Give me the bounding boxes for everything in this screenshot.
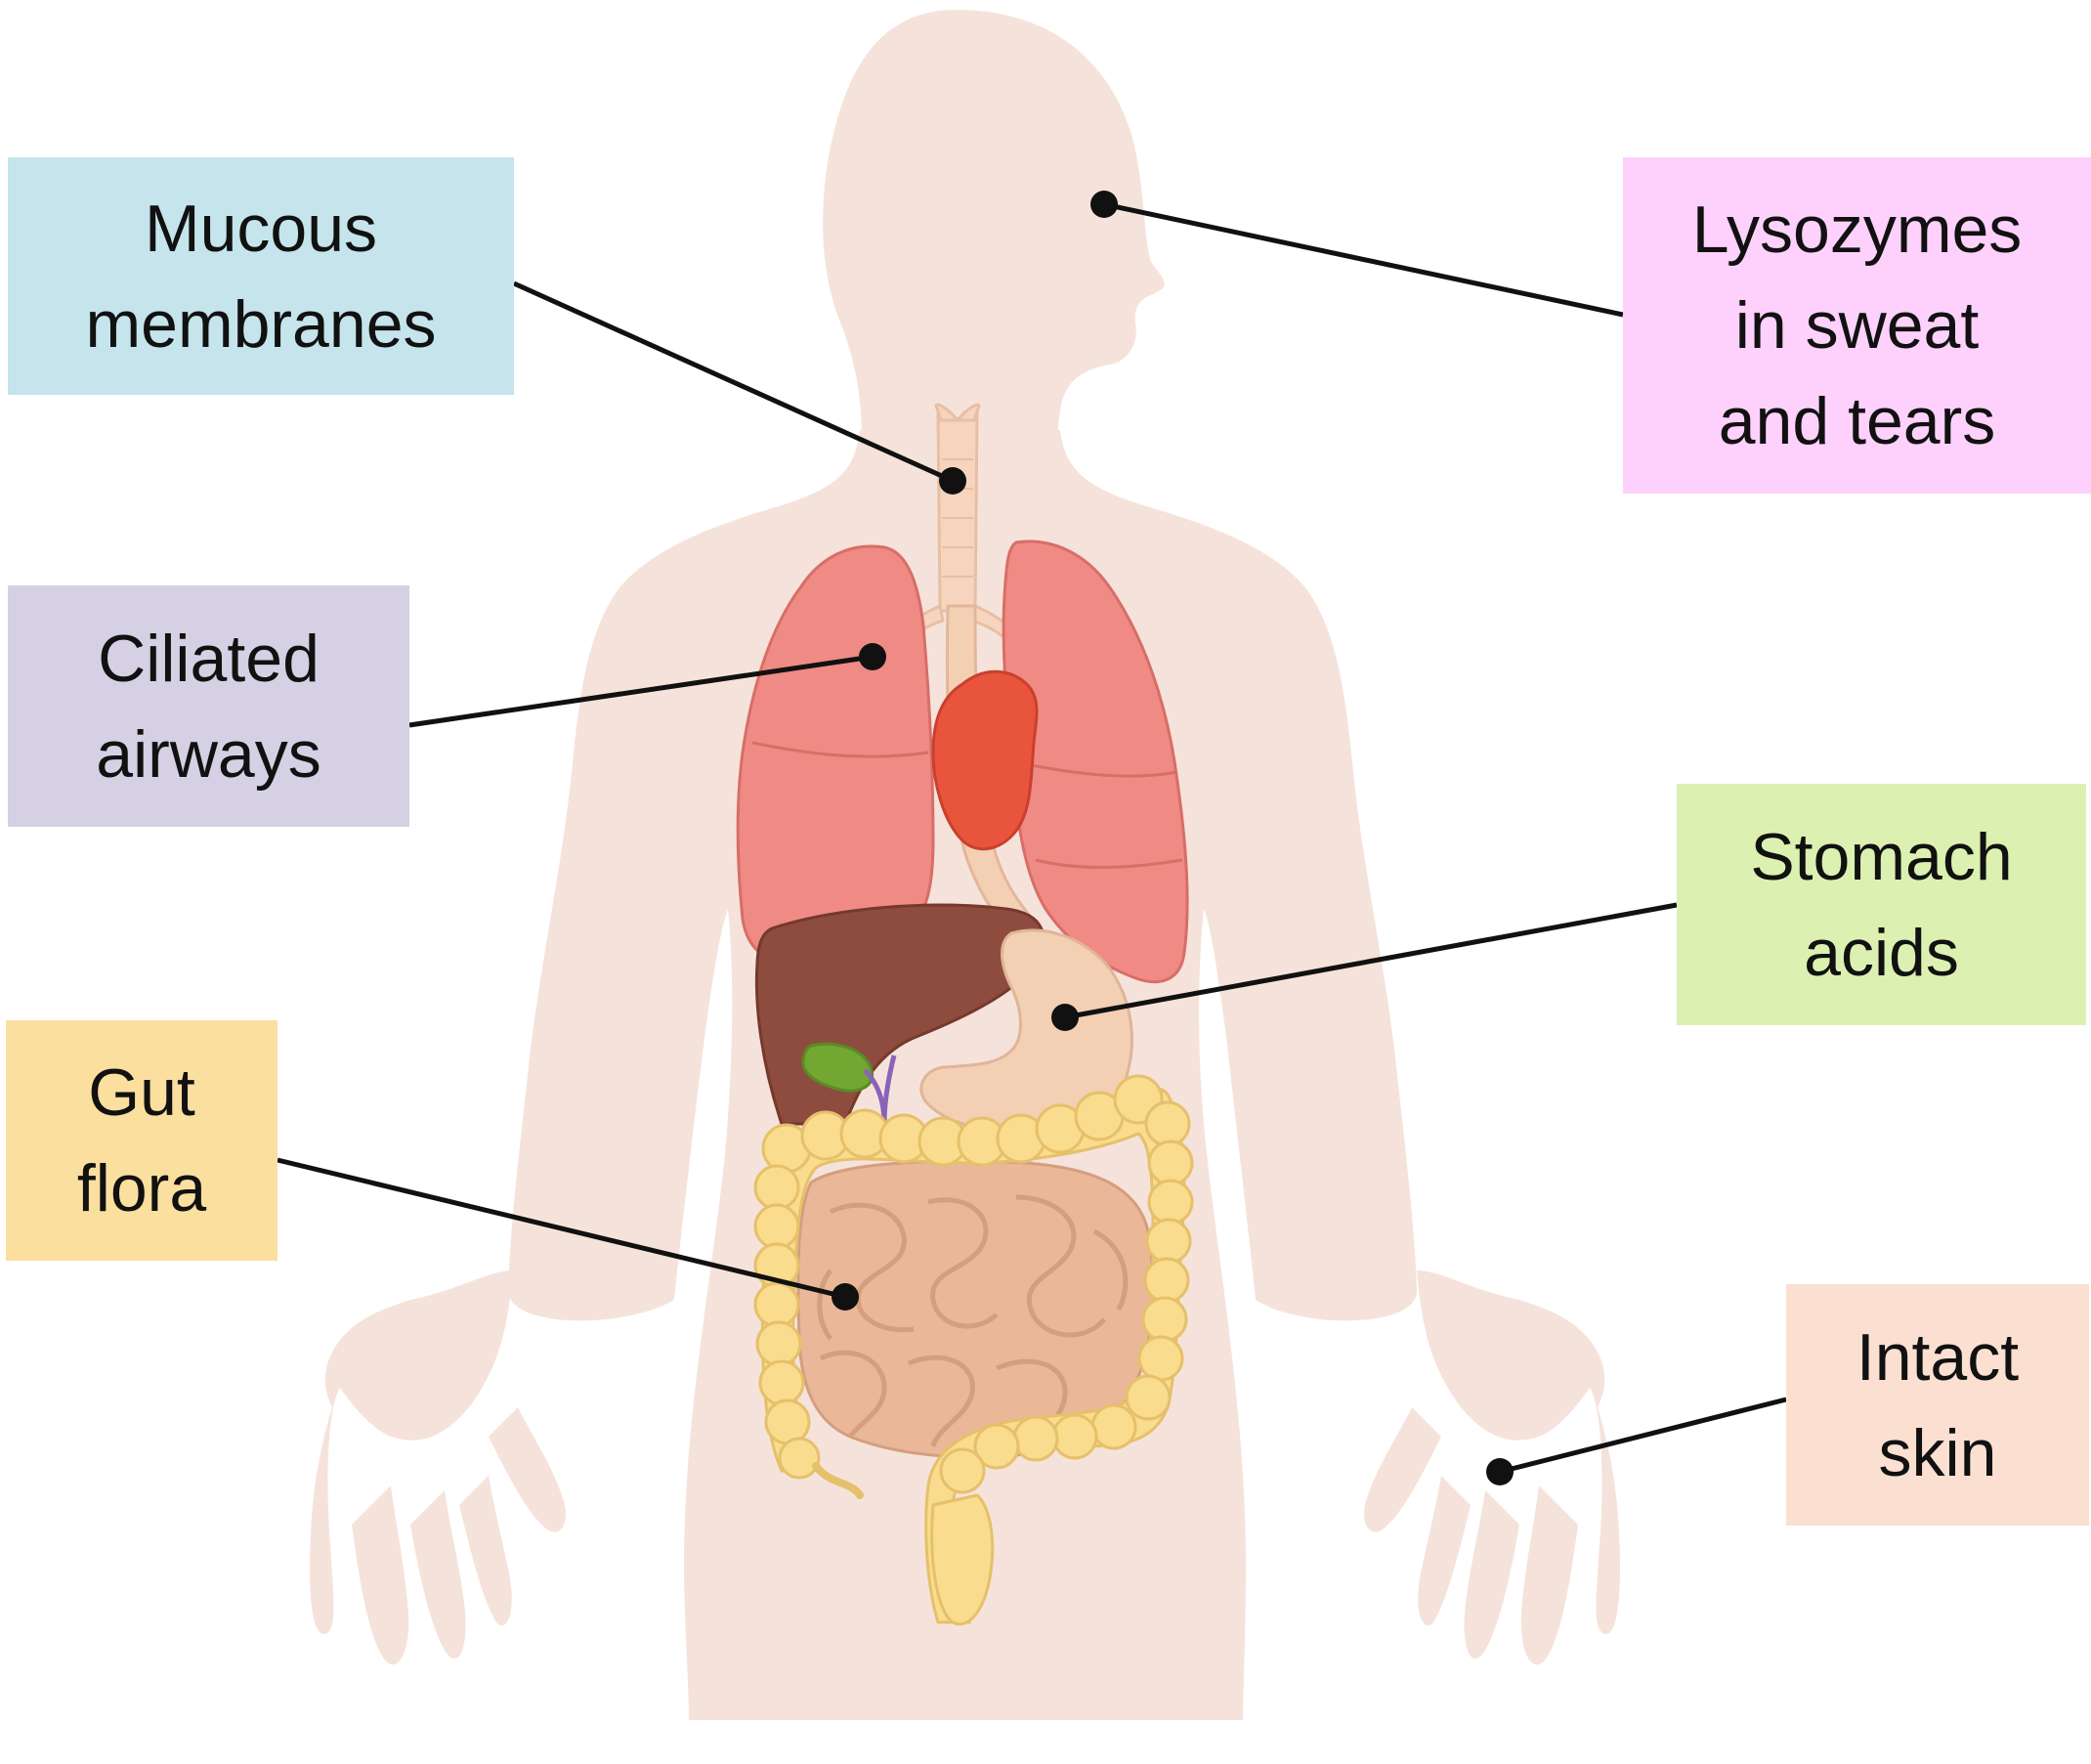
label-line: Stomach: [1750, 819, 2013, 894]
point-ciliated: [859, 643, 886, 670]
leader-stomach: [1064, 902, 1678, 1020]
label-line: airways: [96, 716, 321, 792]
large-intestine: [753, 1074, 1194, 1626]
label-intact-skin: Intact skin: [1786, 1284, 2089, 1526]
label-line: acids: [1804, 915, 1959, 990]
point-lysozymes: [1090, 191, 1118, 218]
label-line: skin: [1878, 1415, 1997, 1490]
leader-lines: [277, 201, 1787, 1475]
label-line: Mucous: [144, 191, 378, 266]
label-line: Gut: [88, 1055, 195, 1130]
leader-lysozymes: [1103, 201, 1624, 318]
label-mucous-membranes: Mucous membranes: [8, 157, 514, 395]
leader-gut: [277, 1157, 846, 1300]
leader-ciliated: [408, 654, 874, 728]
point-skin: [1486, 1458, 1514, 1485]
label-line: Lysozymes: [1691, 193, 2023, 267]
leader-skin: [1499, 1397, 1787, 1475]
point-gut: [832, 1283, 859, 1311]
label-line: Ciliated: [98, 621, 320, 696]
label-gut-flora: Gut flora: [6, 1020, 277, 1261]
label-line: and tears: [1718, 384, 1996, 458]
leader-points: [832, 191, 1514, 1485]
label-lysozymes: Lysozymes in sweat and tears: [1623, 157, 2091, 494]
point-stomach: [1051, 1004, 1079, 1031]
heart: [931, 669, 1039, 851]
leader-mucous: [512, 280, 955, 484]
label-stomach-acids: Stomach acids: [1677, 784, 2086, 1025]
left-hand: [309, 1270, 567, 1665]
right-hand: [1363, 1270, 1621, 1665]
label-line: in sweat: [1734, 288, 1980, 363]
gallbladder: [801, 1042, 875, 1093]
point-mucous: [939, 467, 966, 495]
head: [823, 9, 1165, 469]
rectum: [930, 1493, 995, 1626]
label-ciliated-airways: Ciliated airways: [8, 585, 409, 827]
label-line: Intact: [1856, 1319, 2020, 1395]
label-line: flora: [76, 1151, 207, 1226]
label-line: membranes: [85, 286, 437, 362]
small-intestine: [796, 1159, 1155, 1459]
